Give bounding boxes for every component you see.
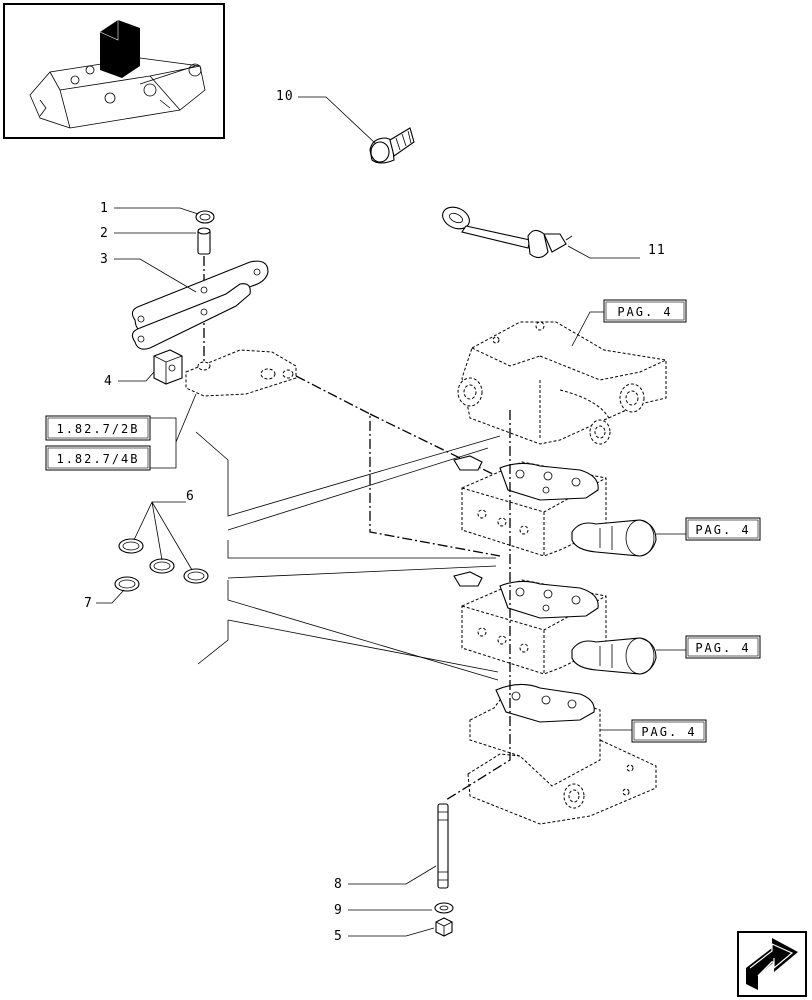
- pag-box-1[interactable]: PAG. 4: [603, 299, 687, 323]
- callout-5: 5: [334, 929, 343, 944]
- leader-10: [298, 96, 377, 145]
- pag-box-4[interactable]: PAG. 4: [631, 719, 707, 743]
- part-9-washer: [434, 902, 454, 914]
- reference-box-1[interactable]: 1.82.7/2B: [45, 415, 151, 441]
- callout-11: 11: [648, 243, 666, 258]
- reference-label-1: 1.82.7/2B: [56, 422, 139, 436]
- leader-11: [567, 245, 640, 259]
- thumbnail-frame[interactable]: [3, 3, 225, 139]
- lever-arm-reference: [185, 349, 297, 397]
- control-valve-section-1: [453, 455, 657, 557]
- base-valve-body: [467, 683, 657, 825]
- part-6-o-rings: [118, 538, 209, 584]
- pag-label-3: PAG. 4: [695, 641, 750, 655]
- part-5-nut: [435, 917, 453, 937]
- pag-box-3[interactable]: PAG. 4: [685, 635, 761, 659]
- callout-3: 3: [100, 252, 109, 267]
- leader-3: [114, 258, 197, 293]
- leader-4: [118, 371, 155, 382]
- part-4-clip: [153, 349, 183, 385]
- next-page-arrow-icon: [746, 938, 798, 990]
- leader-pag-1: [571, 311, 604, 347]
- control-valve-section-2: [453, 571, 657, 675]
- callout-6: 6: [186, 489, 195, 504]
- reference-box-2[interactable]: 1.82.7/4B: [45, 445, 151, 471]
- leader-8: [348, 865, 437, 885]
- pag-label-4: PAG. 4: [641, 725, 696, 739]
- valve-cover-housing: [457, 321, 667, 445]
- tractor-lift-cover-icon: [29, 20, 206, 129]
- callout-7: 7: [84, 596, 93, 611]
- callout-1: 1: [100, 201, 109, 216]
- reference-label-2: 1.82.7/4B: [56, 452, 139, 466]
- alignment-line-lever: [295, 375, 501, 557]
- part-11-dipstick: [442, 206, 573, 259]
- pag-label-1: PAG. 4: [617, 305, 672, 319]
- leader-7: [96, 589, 125, 604]
- alignment-line-stud: [445, 410, 511, 801]
- callout-10: 10: [276, 89, 294, 104]
- callout-8: 8: [334, 877, 343, 892]
- pag-label-2: PAG. 4: [695, 523, 750, 537]
- part-1-circlip: [195, 210, 215, 224]
- leader-1: [114, 207, 199, 215]
- callout-2: 2: [100, 226, 109, 241]
- leader-6: [133, 501, 193, 571]
- seal-guide-lines: [195, 431, 501, 681]
- part-3-lever: [131, 260, 269, 350]
- next-page-button[interactable]: [737, 931, 807, 997]
- leader-5: [348, 927, 435, 937]
- pag-box-2[interactable]: PAG. 4: [685, 517, 761, 541]
- part-10-plug: [369, 127, 415, 164]
- part-2-pin: [197, 227, 211, 255]
- part-8-stud: [437, 803, 449, 889]
- callout-9: 9: [334, 903, 343, 918]
- alignment-line-upper: [369, 413, 506, 481]
- part-7-o-ring: [114, 576, 140, 592]
- callout-4: 4: [104, 374, 113, 389]
- bracket-references: [150, 393, 197, 469]
